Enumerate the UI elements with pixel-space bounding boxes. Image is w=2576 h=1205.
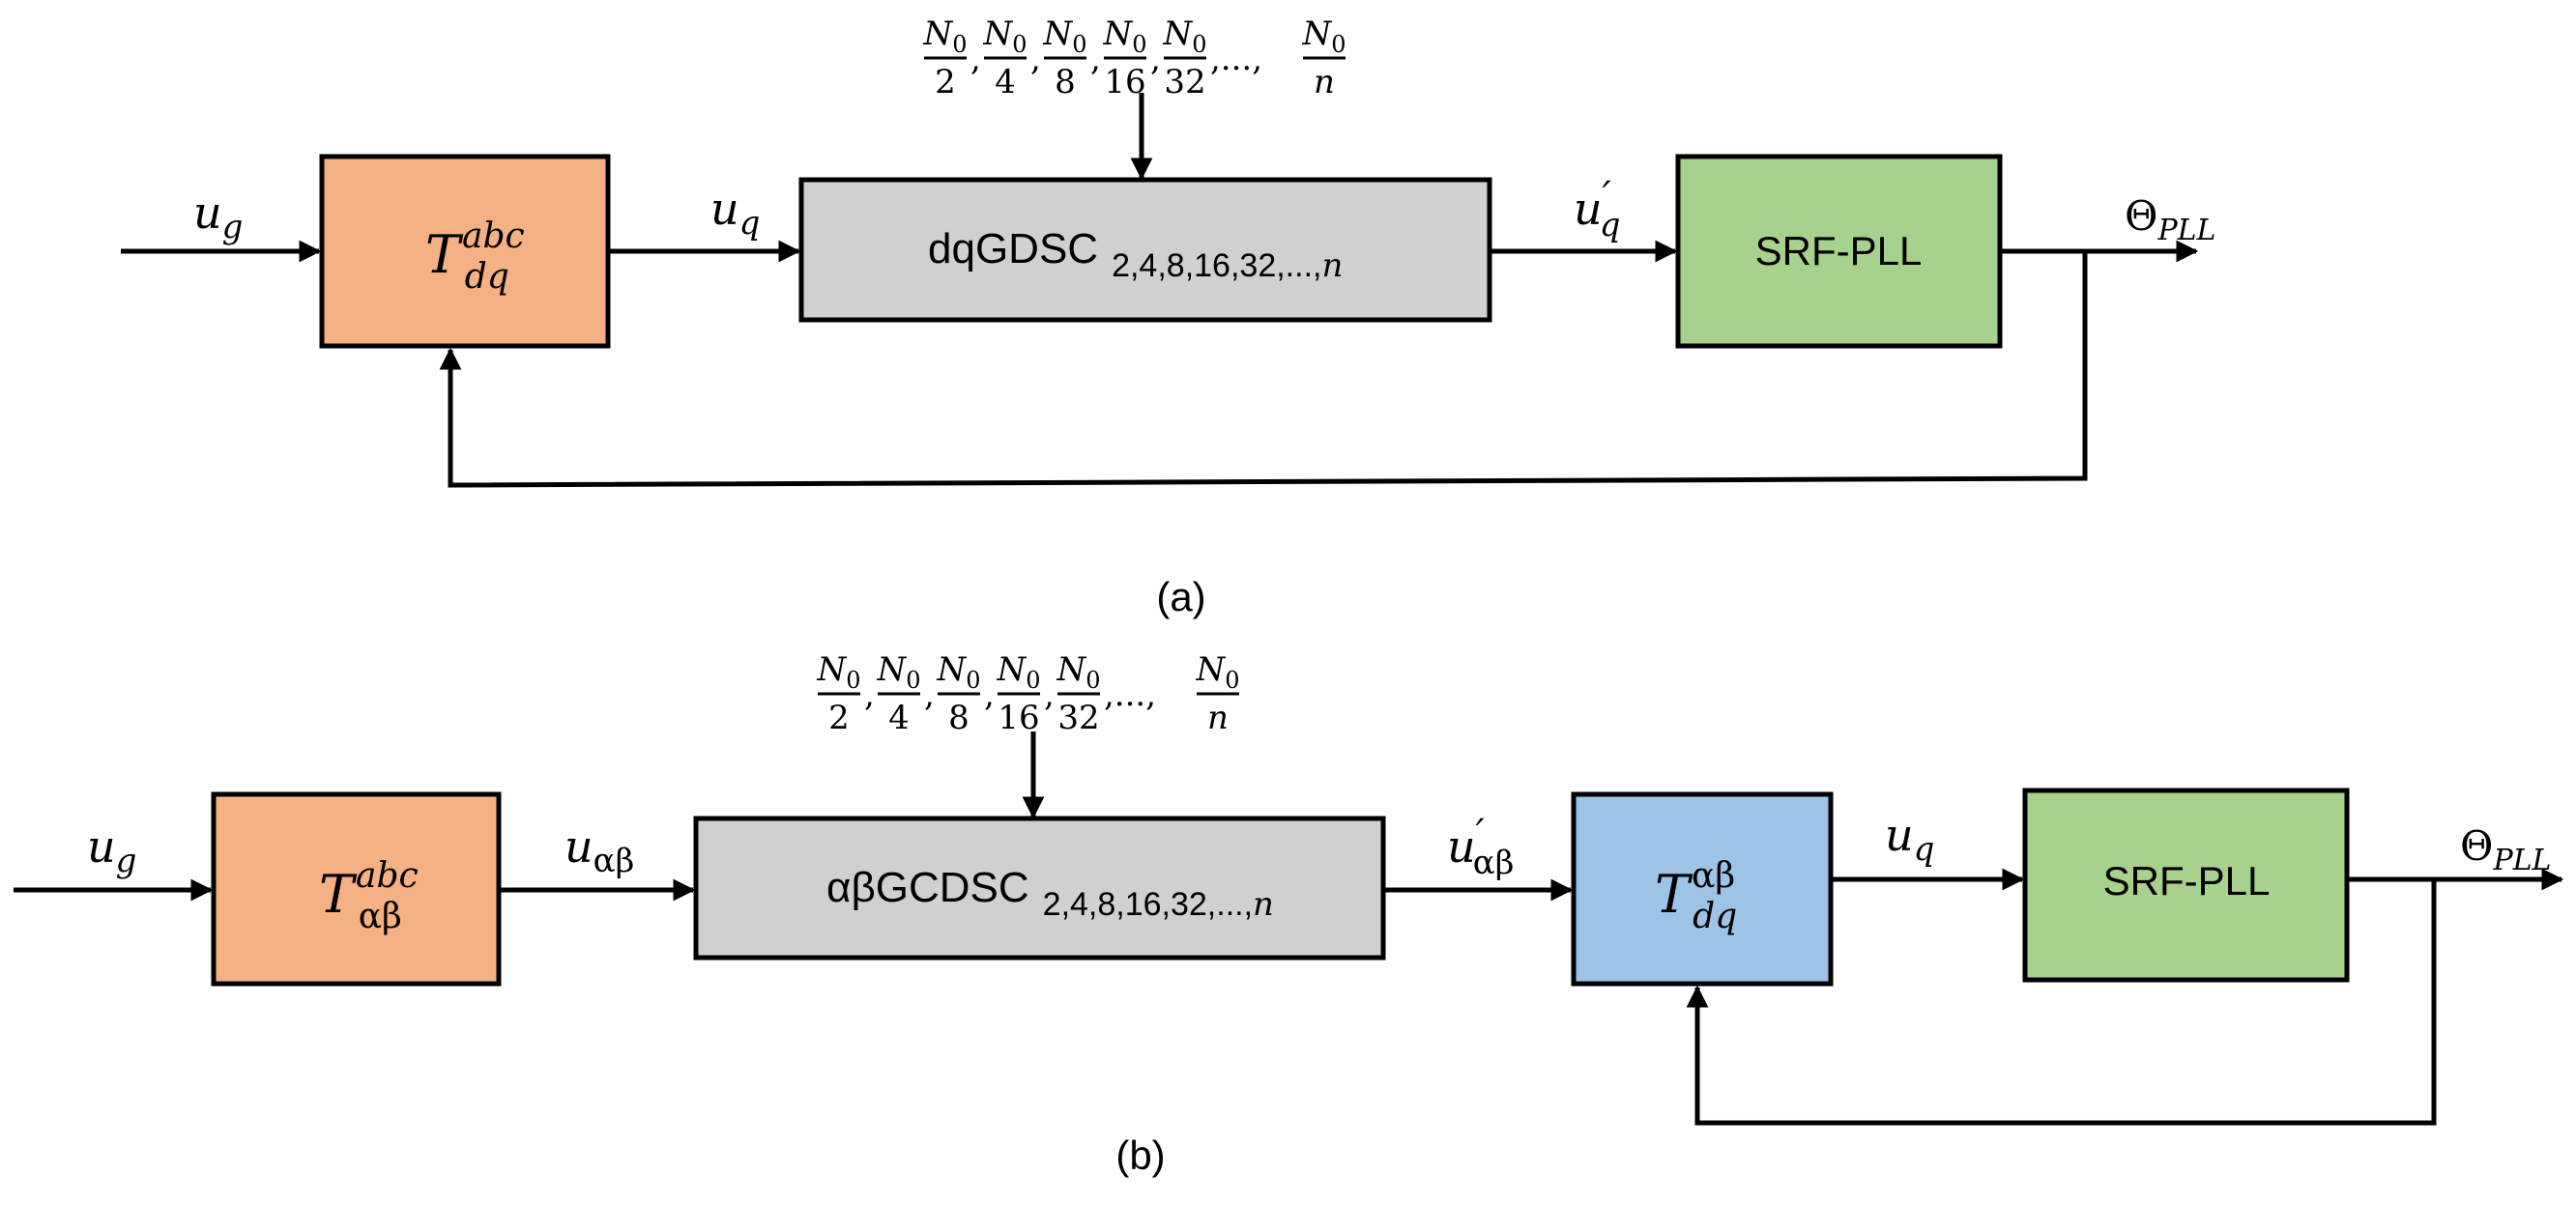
param-b-fraction: N0 32,..., — [1056, 650, 1156, 737]
fraction-ellipsis: ,..., — [1104, 675, 1156, 714]
fraction-denominator: 32 — [1057, 699, 1099, 737]
fraction-separator: , — [1030, 40, 1041, 78]
fraction-numerator: N0 — [996, 650, 1040, 694]
fraction-numerator: N0 — [936, 650, 980, 694]
param-b-fraction: N0 16, — [996, 650, 1054, 737]
abgcdsc-filter-block — [693, 816, 1386, 961]
fraction-denominator: n — [1207, 699, 1229, 737]
fraction-ellipsis: ,..., — [1210, 40, 1262, 78]
fraction-numerator: N0 — [982, 14, 1027, 58]
fraction-numerator: N0 — [1162, 14, 1206, 58]
fraction-separator: , — [970, 40, 981, 78]
param-a-fraction: N0 2, — [922, 14, 980, 101]
feedback-wire-a — [439, 251, 2088, 488]
param-b-fraction: N0 2, — [816, 650, 874, 737]
fraction-separator: , — [1150, 40, 1161, 78]
fraction-numerator: N0 — [1102, 14, 1146, 58]
output-label-theta-a: ΘPLL — [2125, 192, 2215, 247]
param-a-fraction: N0 8, — [1042, 14, 1100, 101]
fraction-denominator: 8 — [1055, 63, 1076, 101]
fraction-numerator: N0 — [816, 650, 860, 694]
fraction-numerator: N0 — [876, 650, 920, 694]
srf-pll-label-a: SRF-PLL — [1755, 228, 1923, 273]
input-label-ug-a: ug — [193, 186, 243, 246]
fraction-separator: , — [1090, 40, 1101, 78]
srf-pll-block-a — [1675, 154, 2003, 349]
param-b-fraction: N0 n — [1195, 650, 1239, 737]
fraction-denominator: 16 — [998, 699, 1039, 737]
param-a-fraction: N0 32,..., — [1162, 14, 1262, 101]
param-b-fraction: N0 4, — [876, 650, 934, 737]
fraction-separator: , — [1044, 675, 1055, 714]
param-a-fraction: N0 4, — [982, 14, 1040, 101]
fraction-denominator: n — [1314, 63, 1335, 101]
param-a-fraction: N0 16, — [1102, 14, 1160, 101]
fraction-numerator: N0 — [1042, 14, 1086, 58]
output-label-theta-b: ΘPLL — [2460, 822, 2551, 877]
srf-pll-block-b — [2022, 788, 2350, 983]
signal-label-ualphabeta-b: uαβ — [564, 820, 634, 880]
fraction-separator: , — [984, 675, 995, 714]
caption-a: (a) — [1156, 574, 1205, 619]
signal-label-uq-prime-a: u′q — [1574, 174, 1621, 244]
transform-alphabeta-dq-block — [1571, 791, 1834, 987]
fraction-separator: , — [864, 675, 875, 714]
fraction-numerator: N0 — [1195, 650, 1239, 694]
param-a-fraction: N0 n — [1301, 14, 1346, 101]
param-b-fraction: N0 8, — [936, 650, 994, 737]
signal-label-uq-a: uq — [710, 183, 760, 243]
fraction-denominator: 8 — [948, 699, 970, 737]
fraction-denominator: 16 — [1104, 63, 1145, 101]
fraction-denominator: 4 — [995, 63, 1016, 101]
fraction-separator: , — [924, 675, 935, 714]
signal-label-ualphabeta-prime-b: u′αβ — [1447, 812, 1514, 882]
fraction-numerator: N0 — [1301, 14, 1346, 58]
fraction-denominator: 2 — [935, 63, 956, 101]
input-label-ug-b: ug — [87, 820, 136, 880]
fraction-numerator: N0 — [922, 14, 967, 58]
caption-b: (b) — [1115, 1133, 1165, 1178]
fraction-denominator: 2 — [828, 699, 850, 737]
feedback-wire-b — [1686, 879, 2437, 1126]
fraction-denominator: 4 — [888, 699, 910, 737]
fraction-numerator: N0 — [1056, 650, 1100, 694]
srf-pll-label-b: SRF-PLL — [2103, 858, 2271, 904]
fraction-denominator: 32 — [1164, 63, 1205, 101]
signal-label-uq-b: uq — [1885, 809, 1934, 869]
